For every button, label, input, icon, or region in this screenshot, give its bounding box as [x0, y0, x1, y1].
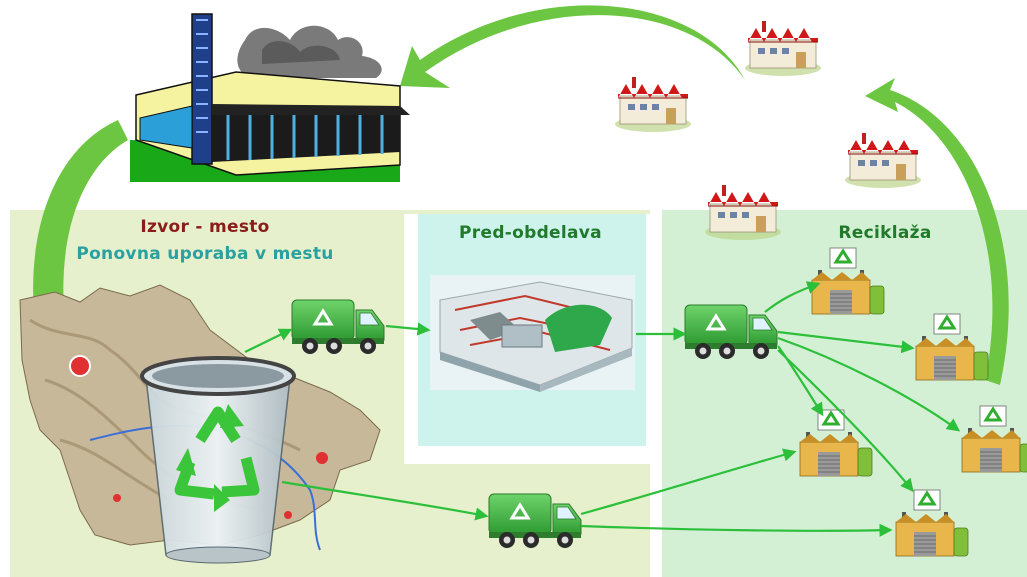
factory-icon	[704, 181, 782, 241]
flow-arrow	[777, 336, 961, 432]
return-arrow-right	[865, 78, 1009, 385]
flow-arrow	[580, 448, 797, 516]
flow-arrow	[777, 349, 914, 493]
manufacturer-building-icon	[130, 13, 410, 182]
flow-arrow	[777, 345, 824, 417]
factory-icon	[614, 73, 692, 133]
recycling-bin-icon	[140, 356, 296, 564]
preprocessing-panel-title: Pred-obdelava	[459, 223, 602, 243]
flow-arrow	[281, 480, 489, 521]
source-panel-title: Izvor - mesto	[140, 217, 270, 237]
flow-arrow	[764, 281, 821, 313]
preprocessing-plant-icon	[430, 275, 635, 392]
recycling-panel-title: Reciklaža	[838, 223, 932, 243]
flow-arrow	[777, 330, 915, 354]
flow-arrow	[385, 322, 431, 336]
flow-arrow	[580, 523, 893, 537]
recycling-panel	[662, 210, 1027, 577]
source-panel-subtitle: Ponovna uporaba v mestu	[76, 244, 334, 264]
factory-icon	[844, 129, 922, 189]
return-arrow-top	[400, 5, 745, 88]
flow-arrow	[244, 328, 293, 353]
factory-icon	[744, 17, 822, 77]
